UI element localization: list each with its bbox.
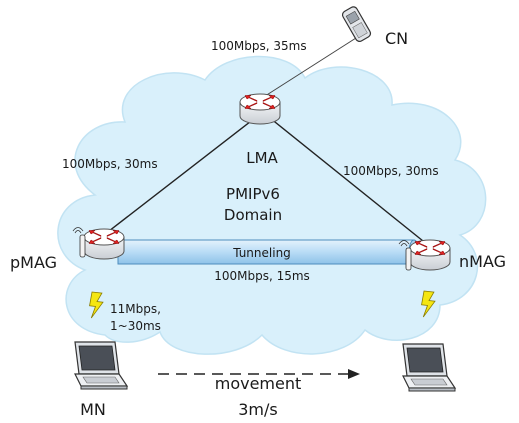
lma-router bbox=[239, 93, 281, 125]
link-lma-pmag-label: 100Mbps, 30ms bbox=[62, 157, 158, 171]
router-icon bbox=[409, 239, 451, 271]
movement-speed-label: 3m/s bbox=[238, 400, 278, 419]
nmag-router bbox=[398, 239, 451, 271]
router-icon bbox=[83, 228, 125, 260]
link-lma-nmag bbox=[269, 117, 429, 246]
pmag-label: pMAG bbox=[10, 253, 57, 272]
phone-icon bbox=[341, 6, 372, 42]
link-lma-nmag-label: 100Mbps, 30ms bbox=[343, 164, 439, 178]
movement-arrow bbox=[158, 369, 360, 379]
antenna-icon bbox=[72, 227, 86, 258]
domain-label-line1: PMIPv6 bbox=[226, 185, 280, 203]
mn-laptop-end bbox=[402, 343, 456, 392]
antenna-icon bbox=[398, 240, 412, 271]
cn-label: CN bbox=[385, 29, 408, 48]
laptop-icon bbox=[74, 341, 128, 390]
wireless-label-line1: 11Mbps, bbox=[110, 302, 161, 316]
router-icon bbox=[239, 93, 281, 125]
domain-cloud bbox=[57, 55, 487, 355]
mn-label: MN bbox=[80, 400, 106, 419]
link-lma-cn bbox=[261, 37, 357, 99]
domain-label-line2: Domain bbox=[224, 206, 282, 224]
link-lma-pmag bbox=[99, 117, 256, 239]
nmag-label: nMAG bbox=[459, 252, 506, 271]
pmag-router bbox=[72, 227, 125, 260]
laptop-icon bbox=[402, 343, 456, 392]
movement-label: movement bbox=[215, 374, 302, 393]
tunnel-rate-label: 100Mbps, 15ms bbox=[214, 269, 310, 283]
mn-laptop-start bbox=[74, 341, 128, 390]
tunnel-label: Tunneling bbox=[232, 246, 291, 260]
link-lma-cn-label: 100Mbps, 35ms bbox=[211, 39, 307, 53]
wireless-label-line2: 1~30ms bbox=[110, 319, 161, 333]
lma-label: LMA bbox=[246, 149, 278, 167]
